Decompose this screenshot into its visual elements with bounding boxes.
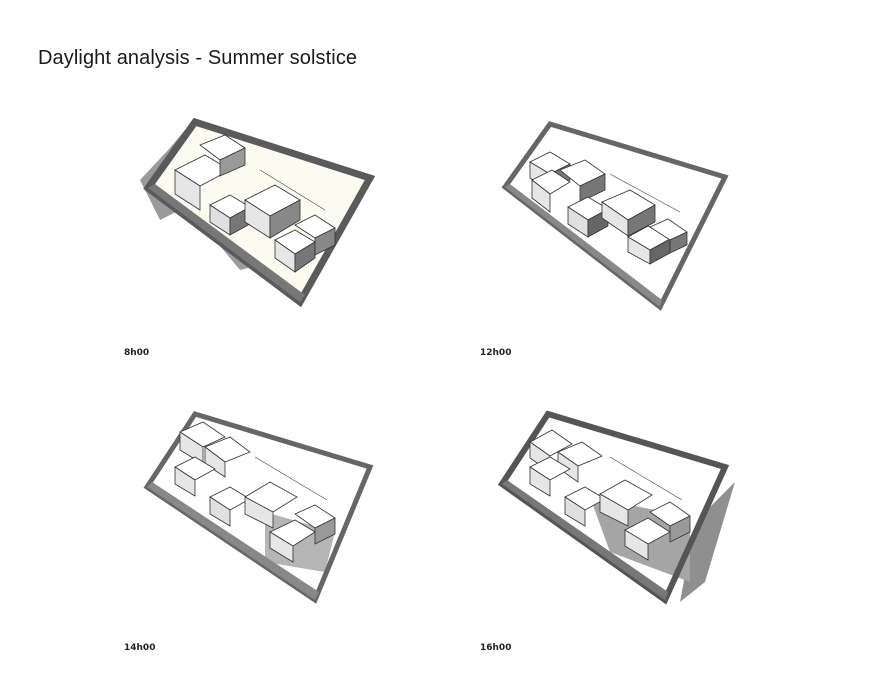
time-label: 14h00 [124, 643, 156, 653]
wall-side-shadow [505, 184, 662, 307]
cast-shadow [680, 482, 735, 602]
time-label: 16h00 [480, 643, 512, 653]
building [627, 225, 671, 265]
building [294, 214, 336, 256]
building [294, 504, 336, 545]
building [209, 194, 251, 236]
daylight-model-14h00 [135, 402, 395, 622]
building [199, 134, 246, 177]
daylight-model-8h00 [130, 110, 390, 330]
building [204, 436, 251, 478]
building [649, 218, 688, 254]
building [174, 154, 231, 211]
building [529, 456, 571, 497]
building [274, 229, 316, 273]
building [244, 481, 298, 529]
site-model-drawing [140, 117, 376, 308]
page-title: Daylight analysis - Summer solstice [38, 47, 358, 69]
building [601, 189, 656, 237]
daylight-model-12h00 [490, 112, 750, 332]
building [244, 184, 301, 239]
time-label: 8h00 [124, 348, 150, 358]
building [557, 441, 603, 483]
building [599, 479, 653, 527]
daylight-model-16h00 [490, 402, 750, 622]
site-model-drawing [501, 121, 729, 311]
site-model-drawing [497, 410, 735, 605]
wall-side-shadow [148, 184, 305, 302]
time-label: 12h00 [480, 348, 512, 358]
wall-side-shadow [502, 480, 668, 600]
building [564, 486, 606, 527]
site-model-drawing [143, 411, 374, 604]
building [174, 456, 216, 497]
building [531, 169, 571, 213]
wall-side-shadow [147, 482, 319, 600]
building [649, 501, 691, 543]
building [559, 159, 606, 203]
